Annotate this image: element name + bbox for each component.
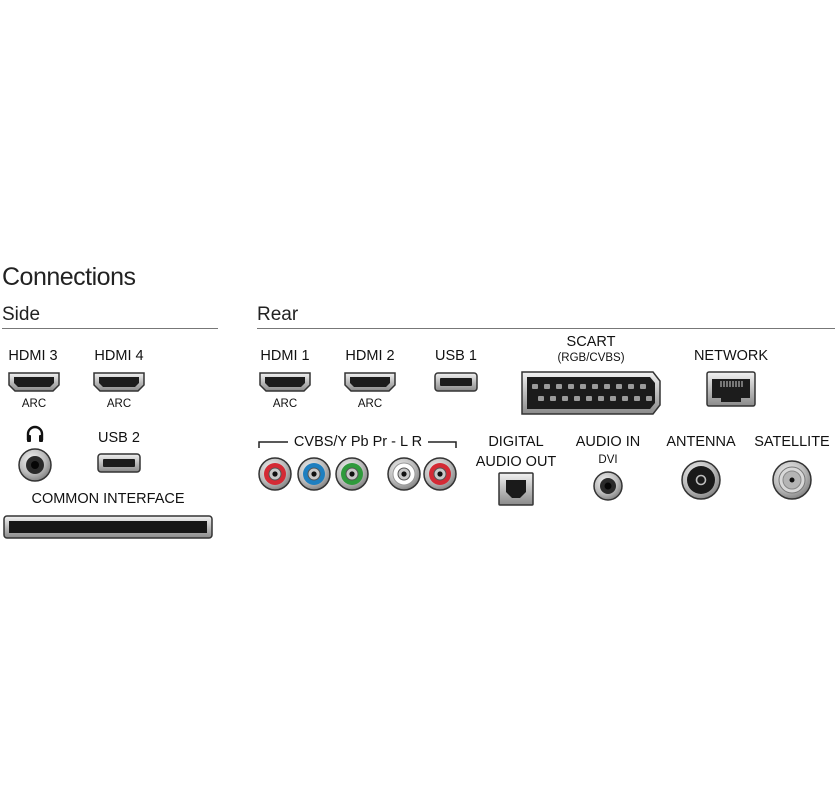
side-divider: [2, 328, 218, 329]
scart-pin: [604, 384, 610, 389]
common-interface-label: COMMON INTERFACE: [31, 491, 185, 507]
usb2-port-group: USB 2: [86, 430, 152, 446]
page-title: Connections: [2, 263, 136, 291]
scart-pin: [640, 384, 646, 389]
rca-red-audio-jack-icon: [423, 457, 457, 491]
rear-heading: Rear: [257, 304, 299, 325]
hdmi4-arc-label: ARC: [106, 398, 132, 410]
scart-pin: [586, 396, 592, 401]
scart-pin: [532, 384, 538, 389]
scart-pin: [538, 396, 544, 401]
hdmi3-port-icon: [8, 372, 60, 392]
hdmi4-label: HDMI 4: [94, 348, 144, 364]
hdmi2-port-icon: [344, 372, 396, 392]
antenna-port-icon: [681, 460, 721, 500]
digital-audio-out-label-line2: AUDIO OUT: [475, 454, 557, 470]
rear-divider: [257, 328, 835, 329]
hdmi4-port-icon: [93, 372, 145, 392]
network-label: NETWORK: [693, 348, 769, 364]
hdmi3-arc-label: ARC: [21, 398, 47, 410]
hdmi2-arc-label: ARC: [357, 398, 383, 410]
audio-in-jack-icon: [593, 471, 623, 501]
scart-pin: [574, 396, 580, 401]
scart-pin: [598, 396, 604, 401]
satellite-label: SATELLITE: [754, 434, 830, 450]
hdmi3-label: HDMI 3: [8, 348, 58, 364]
optical-port-icon: [498, 472, 534, 506]
scart-pin: [610, 396, 616, 401]
headphones-icon: [26, 425, 44, 442]
scart-pin: [562, 396, 568, 401]
component-label: CVBS/Y Pb Pr - L R: [293, 434, 423, 450]
scart-pin: [544, 384, 550, 389]
usb2-label: USB 2: [98, 430, 140, 446]
scart-pin: [550, 396, 556, 401]
hdmi1-arc-label: ARC: [272, 398, 298, 410]
antenna-label: ANTENNA: [666, 434, 736, 450]
scart-port-icon: [521, 371, 661, 415]
headphone-jack-icon: [18, 448, 52, 482]
scart-pin: [592, 384, 598, 389]
hdmi1-port-icon: [259, 372, 311, 392]
network-port-icon: [706, 371, 756, 407]
scart-pin: [622, 396, 628, 401]
rca-green-jack-icon: [335, 457, 369, 491]
usb1-port-icon: [434, 372, 478, 392]
rca-white-jack-icon: [387, 457, 421, 491]
audio-in-label: AUDIO IN: [575, 434, 641, 450]
scart-label: SCART: [566, 334, 616, 350]
digital-audio-out-label-line1: DIGITAL: [488, 434, 544, 450]
satellite-port-icon: [772, 460, 812, 500]
usb1-label: USB 1: [435, 348, 477, 364]
scart-pin: [646, 396, 652, 401]
scart-pin: [616, 384, 622, 389]
scart-sub-label: (RGB/CVBS): [557, 352, 625, 364]
side-heading: Side: [2, 304, 41, 325]
component-bracket: [258, 441, 457, 448]
hdmi3-port-group: HDMI 3: [0, 348, 66, 364]
rca-blue-jack-icon: [297, 457, 331, 491]
common-interface-slot-icon: [3, 515, 213, 539]
rca-red-jack-icon: [258, 457, 292, 491]
scart-pin: [580, 384, 586, 389]
audio-in-dvi-label: DVI: [598, 454, 618, 466]
scart-pin: [634, 396, 640, 401]
hdmi2-label: HDMI 2: [345, 348, 395, 364]
hdmi1-label: HDMI 1: [260, 348, 310, 364]
hdmi4-port-group: HDMI 4: [86, 348, 152, 364]
scart-pin: [628, 384, 634, 389]
scart-pin: [556, 384, 562, 389]
usb2-port-icon: [97, 453, 141, 473]
scart-pin: [568, 384, 574, 389]
